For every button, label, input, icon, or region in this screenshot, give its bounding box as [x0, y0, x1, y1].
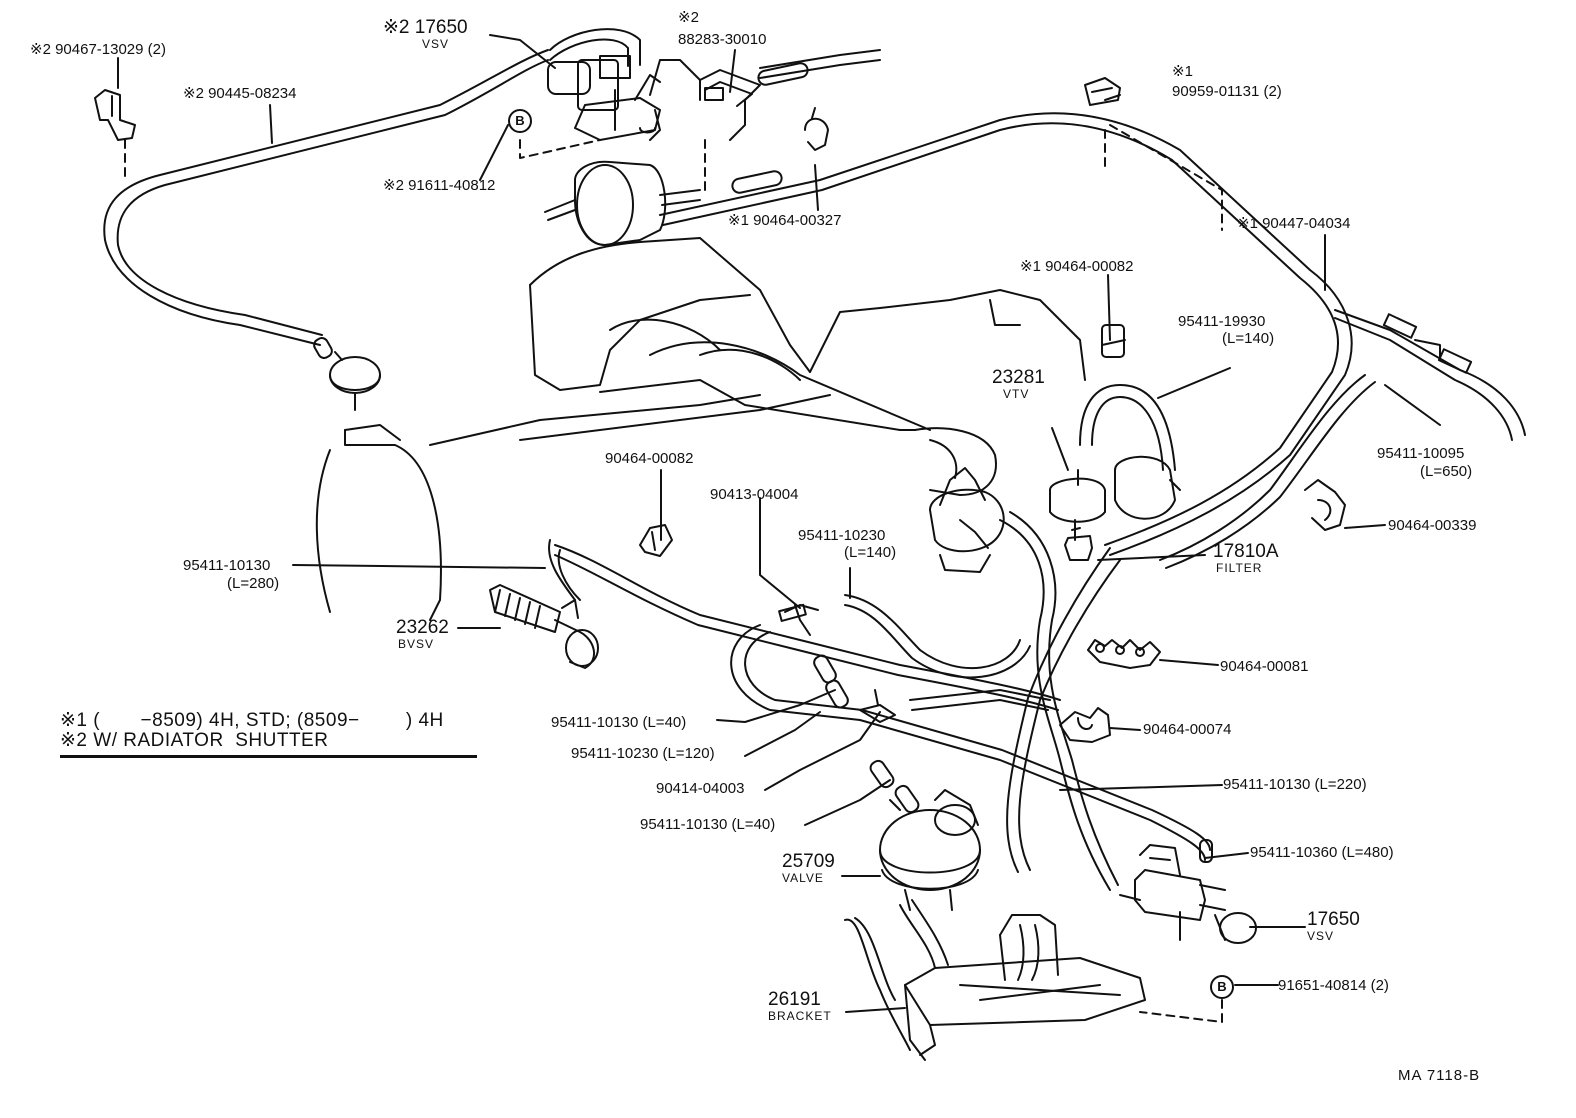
- label-95411-10230-l120: 95411-10230 (L=120): [571, 745, 715, 762]
- label-90464-00081: 90464-00081: [1220, 658, 1309, 675]
- label-26191: 26191: [768, 989, 821, 1010]
- legend-note-2: ※2 W/ RADIATOR SHUTTER: [60, 730, 329, 751]
- label-90464-00082-top: ※1 90464-00082: [1020, 258, 1134, 275]
- clamp-90464-00081: [1087, 639, 1161, 669]
- tee-90413: [778, 603, 819, 636]
- label-95411-19930: 95411-19930: [1178, 313, 1266, 330]
- circle-b-top: B: [508, 109, 532, 133]
- clamp-90464-00082-center: [639, 524, 673, 557]
- label-91611: ※2 91611-40812: [383, 177, 496, 194]
- hose-vtv: [1079, 384, 1176, 471]
- label-90467: ※2 90467-13029 (2): [30, 41, 166, 58]
- label-90464-00339: 90464-00339: [1388, 517, 1477, 534]
- label-91651: 91651-40814 (2): [1278, 977, 1389, 994]
- label-filter: FILTER: [1216, 561, 1263, 575]
- circle-b-bottom: B: [1210, 975, 1234, 999]
- label-90959-mark: ※1: [1172, 63, 1193, 80]
- hose-upper-right: [759, 49, 1526, 441]
- label-88283: 88283-30010: [678, 31, 767, 48]
- legend-underline: [60, 755, 477, 758]
- tee-90414: [859, 689, 896, 723]
- label-90959: 90959-01131 (2): [1172, 83, 1282, 100]
- label-23262: 23262: [396, 617, 449, 638]
- label-bracket: BRACKET: [768, 1009, 832, 1023]
- engine-outline: [315, 237, 1086, 621]
- filter-canister: [544, 160, 701, 246]
- label-23281: 23281: [992, 367, 1045, 388]
- label-17650-bot: 17650: [1307, 909, 1360, 930]
- thermo-valve-center: [929, 467, 1005, 573]
- small-tube-top: [731, 62, 809, 194]
- label-l140-b: (L=140): [844, 544, 897, 561]
- label-17650-top: ※2 17650: [383, 17, 468, 38]
- label-90414: 90414-04003: [656, 780, 745, 797]
- label-88283-mark: ※2: [678, 9, 699, 26]
- label-l650: (L=650): [1420, 463, 1473, 480]
- clamp-90464-00327: [804, 107, 829, 151]
- legend-note-1: ※1 ( −8509) 4H, STD; (8509− ) 4H: [60, 710, 444, 731]
- label-bvsv: BVSV: [398, 637, 435, 651]
- label-vsv-bot: VSV: [1307, 929, 1335, 943]
- hose-right-loop: [659, 112, 1353, 556]
- label-95411-10130-a: 95411-10130: [183, 557, 271, 574]
- vsv-top: [547, 55, 701, 141]
- diaphragm-left: [313, 337, 381, 411]
- short-hoses: [813, 654, 1213, 863]
- label-95411-10230-a: 95411-10230: [798, 527, 886, 544]
- label-90464-00074: 90464-00074: [1143, 721, 1232, 738]
- label-95411-10130-l40b: 95411-10130 (L=40): [640, 816, 776, 833]
- label-valve: VALVE: [782, 871, 824, 885]
- label-l140-a: (L=140): [1222, 330, 1275, 347]
- label-90445: ※2 90445-08234: [183, 85, 297, 102]
- label-vsv-top: VSV: [422, 37, 450, 51]
- figure-code: MA 7118-B: [1398, 1067, 1481, 1084]
- label-95411-10360: 95411-10360 (L=480): [1250, 844, 1394, 861]
- filter-17810a: [1064, 527, 1093, 561]
- clamp-90959: [1084, 77, 1121, 106]
- vsv-bottom: [1119, 844, 1257, 944]
- hose-right-vsv: [1159, 374, 1376, 569]
- label-95411-10130-l220: 95411-10130 (L=220): [1223, 776, 1367, 793]
- clamp-90464-00339: [1304, 479, 1346, 531]
- clamp-90464-00074: [1059, 707, 1111, 743]
- valve-25709: [879, 789, 981, 911]
- label-90413: 90413-04004: [710, 486, 799, 503]
- connector-88283: [699, 69, 761, 141]
- hose-top-vsv: [549, 28, 641, 67]
- label-l280: (L=280): [227, 575, 280, 592]
- leader-lines: [117, 34, 1441, 1013]
- label-17810a: 17810A: [1213, 541, 1279, 562]
- bvsv-23262: [489, 584, 599, 669]
- label-95411-10130-l40a: 95411-10130 (L=40): [551, 714, 687, 731]
- hose-bundle-center: [548, 511, 1211, 891]
- label-vtv: VTV: [1003, 387, 1030, 401]
- label-90464-00327: ※1 90464-00327: [728, 212, 842, 229]
- label-90447: ※1 90447-04034: [1237, 215, 1351, 232]
- bracket-26191: [844, 899, 1146, 1061]
- label-90464-00082-mid: 90464-00082: [605, 450, 694, 467]
- dashed-leaders: [124, 124, 1223, 1023]
- hose-left-loop: [103, 49, 549, 346]
- clamp-90467: [94, 89, 136, 141]
- label-25709: 25709: [782, 851, 835, 872]
- vtv-23281: [1049, 324, 1181, 541]
- label-95411-10095: 95411-10095: [1377, 445, 1465, 462]
